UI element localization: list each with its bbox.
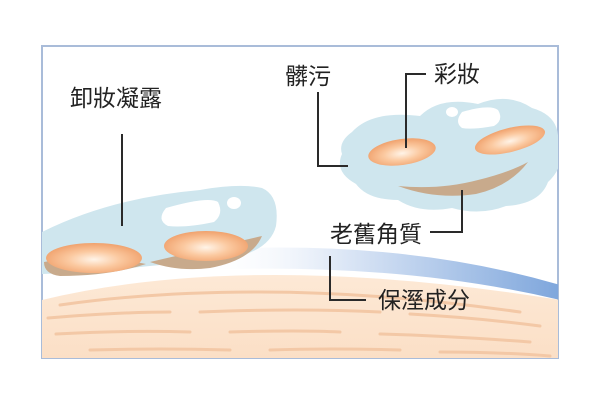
- makeup-particle: [164, 231, 248, 261]
- moisture-layer: [200, 247, 558, 300]
- label-makeup: 彩妝: [434, 62, 480, 88]
- leader-makeup: [405, 73, 426, 148]
- label-dirt: 髒污: [285, 64, 331, 90]
- gel-highlight-dot: [227, 197, 241, 209]
- dead-skin-lifted: [398, 162, 528, 196]
- gel-highlight: [161, 200, 221, 227]
- gel-highlight: [458, 107, 501, 129]
- leader-dead-skin: [430, 190, 463, 233]
- leader-moisture: [329, 256, 366, 301]
- label-dead-skin: 老舊角質: [330, 222, 422, 248]
- label-cleansing-gel: 卸妝凝露: [70, 86, 162, 112]
- label-moisture: 保溼成分: [378, 288, 470, 314]
- dirt-particle: [368, 138, 436, 166]
- makeup-particle: [474, 125, 546, 155]
- gel-highlight-dot: [446, 107, 458, 117]
- leader-dirt: [317, 92, 348, 167]
- skin-texture: [46, 290, 552, 358]
- makeup-particle: [46, 243, 142, 273]
